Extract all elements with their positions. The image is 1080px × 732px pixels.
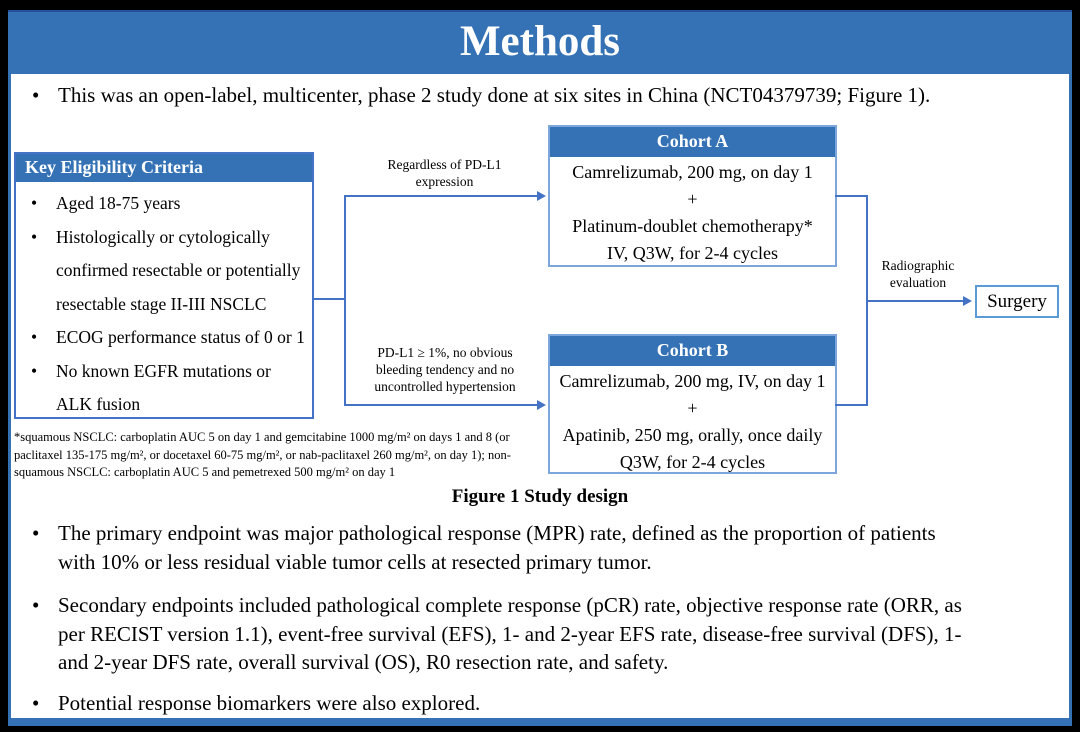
eligibility-item: No known EGFR mutations or ALK fusion: [16, 355, 310, 422]
page-title: Methods: [459, 18, 621, 65]
connector-to-cohort-b: [344, 404, 537, 406]
surgery-box: Surgery: [975, 285, 1059, 318]
endpoint-bullet-text: Secondary endpoints included pathologica…: [58, 593, 962, 674]
branch-label-bottom: PD-L1 ≥ 1%, no obvious bleeding tendency…: [374, 345, 516, 394]
arrowhead-surgery-icon: [963, 296, 972, 306]
radiographic-evaluation-label: Radiographic evaluation: [881, 258, 955, 290]
cohort-a-line: +: [687, 189, 698, 209]
biomarker-bullet: Potential response biomarkers were also …: [30, 689, 1055, 718]
eligibility-item: Aged 18-75 years: [16, 187, 310, 221]
figure-caption: Figure 1 Study design: [451, 486, 629, 507]
arrowhead-cohort-a-icon: [537, 191, 546, 201]
title-banner: Methods: [8, 10, 1072, 74]
cohort-b-box: Cohort B Camrelizumab, 200 mg, IV, on da…: [548, 334, 837, 474]
cohort-b-header: Cohort B: [550, 336, 835, 366]
connector-cohort-b-out: [835, 404, 868, 406]
connector-eligibility-out: [312, 298, 346, 300]
chemotherapy-footnote: *squamous NSCLC: carboplatin AUC 5 on da…: [14, 430, 511, 479]
cohort-a-line: IV, Q3W, for 2-4 cycles: [607, 243, 778, 263]
arrowhead-cohort-b-icon: [537, 400, 546, 410]
cohort-a-box: Cohort A Camrelizumab, 200 mg, on day 1 …: [548, 125, 837, 267]
eligibility-item: Histologically or cytologically confirme…: [16, 221, 310, 322]
eligibility-item: ECOG performance status of 0 or 1: [16, 321, 310, 355]
cohort-b-line: Q3W, for 2-4 cycles: [619, 452, 766, 472]
cohort-a-header: Cohort A: [550, 127, 835, 157]
branch-label-top: Regardless of PD-L1 expression: [387, 157, 502, 189]
endpoint-bullet-text: The primary endpoint was major pathologi…: [58, 521, 936, 574]
cohort-b-line: +: [687, 398, 698, 418]
connector-to-surgery: [866, 300, 964, 302]
connector-to-cohort-a: [344, 195, 537, 197]
eligibility-list: Aged 18-75 years Histologically or cytol…: [16, 182, 312, 422]
connector-cohort-a-out: [835, 195, 868, 197]
endpoint-bullet-primary: The primary endpoint was major pathologi…: [30, 519, 1055, 576]
endpoint-bullet-secondary: Secondary endpoints included pathologica…: [30, 591, 1055, 677]
biomarker-bullet-text: Potential response biomarkers were also …: [58, 691, 481, 715]
intro-bullet-text: This was an open-label, multicenter, pha…: [58, 83, 931, 107]
connector-branch-vertical: [344, 195, 346, 406]
cohort-b-line: Apatinib, 250 mg, orally, once daily: [562, 425, 823, 445]
intro-bullet: This was an open-label, multicenter, pha…: [30, 81, 1050, 110]
cohort-b-line: Camrelizumab, 200 mg, IV, on day 1: [559, 371, 826, 391]
eligibility-header: Key Eligibility Criteria: [16, 154, 312, 182]
cohort-a-line: Camrelizumab, 200 mg, on day 1: [572, 162, 813, 182]
surgery-label: Surgery: [987, 291, 1047, 312]
eligibility-box: Key Eligibility Criteria Aged 18-75 year…: [14, 152, 314, 419]
cohort-a-line: Platinum-doublet chemotherapy*: [572, 216, 813, 236]
